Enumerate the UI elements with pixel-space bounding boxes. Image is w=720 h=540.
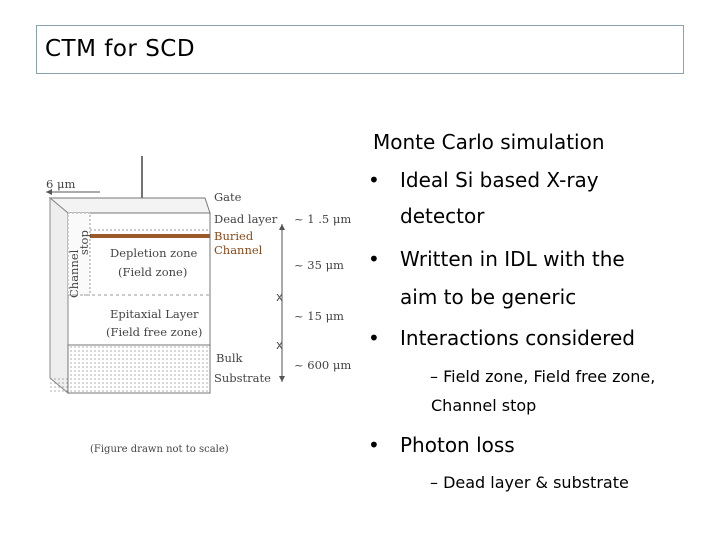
channel-label: Channel: [67, 249, 81, 298]
sub-3-line-1: – Field zone, Field free zone,: [430, 367, 656, 386]
bullet-dot: •: [368, 247, 380, 271]
bullet-1-line-2: detector: [400, 204, 485, 228]
content-heading: Monte Carlo simulation: [373, 130, 605, 154]
slide-title: CTM for SCD: [45, 36, 196, 62]
bullet-dot: •: [368, 168, 380, 192]
substrate-region: [67, 344, 211, 394]
channel-layer-label: Channel: [214, 243, 263, 257]
field-free-zone-label: (Field free zone): [106, 325, 202, 339]
svg-text:x: x: [276, 338, 283, 352]
bullet-dot: •: [368, 433, 380, 457]
substrate-side: [50, 378, 68, 393]
sub-4-text: – Dead layer & substrate: [430, 473, 629, 492]
substrate-label: Substrate: [214, 371, 271, 385]
gate-label: Gate: [214, 190, 242, 204]
depth-scale: x x: [276, 224, 285, 382]
bulk-label: Bulk: [216, 351, 244, 365]
depth-substrate: ~ 600 μm: [294, 358, 351, 372]
bullet-3-text: Interactions considered: [400, 326, 635, 350]
bullet-2-line-2: aim to be generic: [400, 285, 577, 309]
title-box: CTM for SCD: [36, 25, 684, 74]
depth-field-zone: ~ 35 μm: [294, 258, 344, 272]
buried-label: Buried: [214, 229, 254, 243]
bullet-1-line-1: Ideal Si based X-ray: [400, 168, 599, 192]
width-label: 6 μm: [46, 177, 75, 191]
field-zone-label: (Field zone): [118, 265, 187, 279]
bullet-dot: •: [368, 326, 380, 350]
buried-channel-stripe: [90, 234, 210, 238]
bullet-2-line-1: Written in IDL with the: [400, 247, 625, 271]
epitaxial-label: Epitaxial Layer: [110, 307, 199, 321]
bullet-4-text: Photon loss: [400, 433, 515, 457]
figure-caption: (Figure drawn not to scale): [90, 444, 229, 455]
device-side-face: [49, 196, 69, 395]
channel-stop-region: [67, 212, 91, 296]
svg-text:x: x: [276, 290, 283, 304]
depth-dead-layer: ~ 1 .5 μm: [294, 212, 351, 226]
depletion-zone-label: Depletion zone: [110, 246, 198, 260]
scd-layer-diagram: 6 μm Channel stop Depletion zone (Field …: [46, 156, 351, 455]
dead-layer-label: Dead layer: [214, 212, 278, 226]
sub-3-line-2: Channel stop: [431, 396, 537, 415]
depth-field-free-zone: ~ 15 μm: [294, 309, 344, 323]
stop-label: stop: [77, 230, 91, 255]
device-top-face: [48, 197, 211, 214]
width-marker: 6 μm: [46, 177, 100, 195]
